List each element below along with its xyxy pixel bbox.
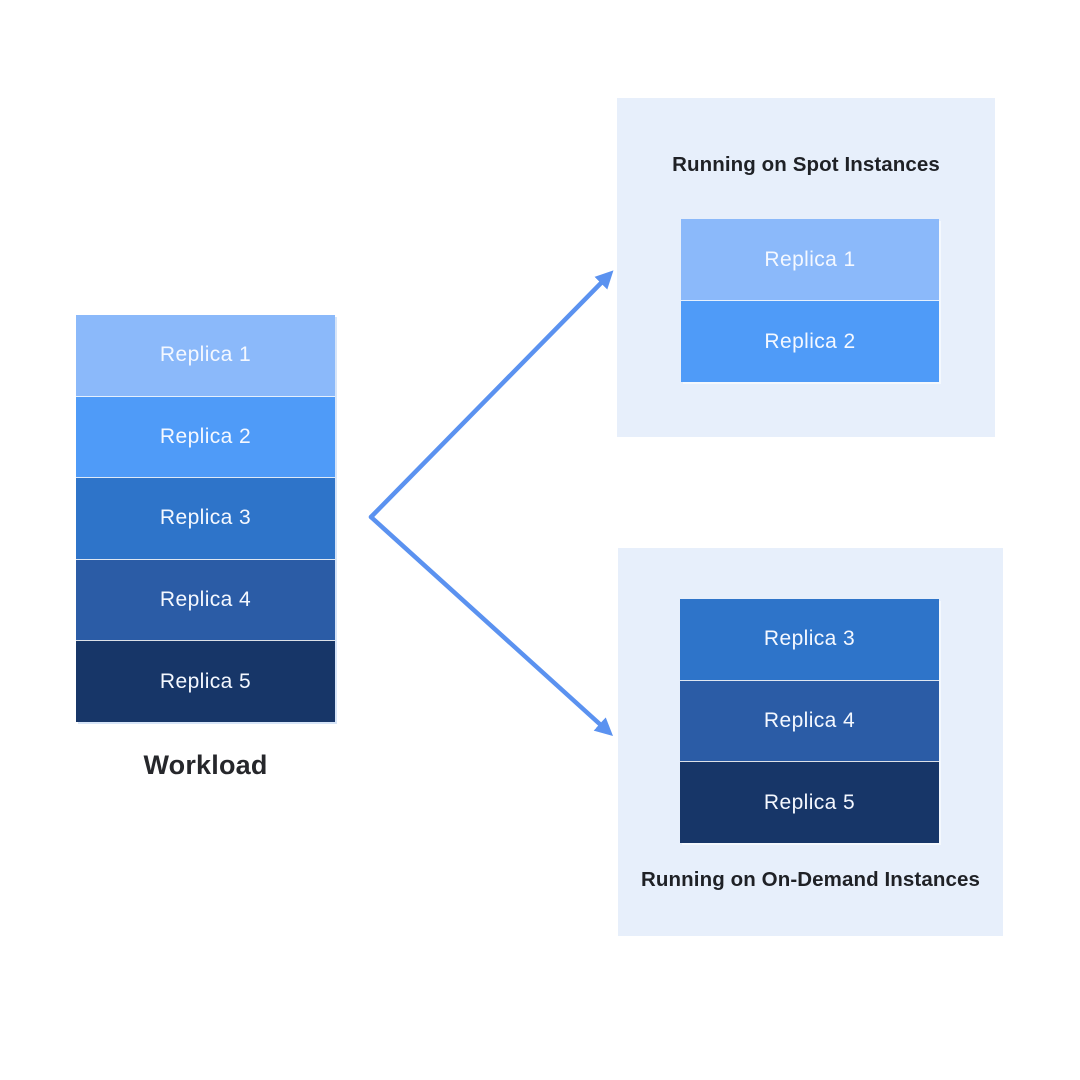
spot-replica-1: Replica 1 <box>681 219 939 300</box>
spot-box-title: Running on Spot Instances <box>672 153 940 176</box>
replica-label: Replica 3 <box>763 627 856 651</box>
ondemand-instances-box: Replica 3 Replica 4 Replica 5 Running on… <box>618 548 1003 936</box>
workload-replica-5: Replica 5 <box>76 640 335 722</box>
ondemand-replica-3: Replica 3 <box>680 599 939 680</box>
workload-replica-1: Replica 1 <box>76 315 335 396</box>
replica-label: Replica 1 <box>159 343 252 367</box>
replica-label: Replica 1 <box>764 247 856 271</box>
replica-label: Replica 5 <box>159 669 252 693</box>
workload-replica-2: Replica 2 <box>76 395 335 478</box>
spot-replica-stack: Replica 1 Replica 2 <box>681 219 939 382</box>
spot-instances-box: Running on Spot Instances Replica 1 Repl… <box>617 98 995 437</box>
ondemand-replica-5: Replica 5 <box>680 761 939 844</box>
workload-stack: Replica 1 Replica 2 Replica 3 Replica 4 … <box>76 315 335 722</box>
replica-label: Replica 2 <box>159 424 252 448</box>
spot-replica-2: Replica 2 <box>681 300 939 382</box>
arrow-to-spot-icon <box>368 270 614 520</box>
workload-replica-4: Replica 4 <box>76 558 335 641</box>
replica-label: Replica 4 <box>159 588 252 612</box>
arrow-to-ondemand-icon <box>368 514 614 737</box>
ondemand-replica-4: Replica 4 <box>680 679 939 762</box>
workload-replica-3: Replica 3 <box>76 477 335 559</box>
ondemand-box-title: Running on On-Demand Instances <box>641 868 980 891</box>
workload-caption: Workload <box>143 750 268 780</box>
replica-label: Replica 2 <box>764 329 856 353</box>
replica-label: Replica 3 <box>159 506 252 530</box>
replica-label: Replica 4 <box>763 709 856 732</box>
replica-label: Replica 5 <box>763 790 856 814</box>
ondemand-replica-stack: Replica 3 Replica 4 Replica 5 <box>680 599 939 844</box>
